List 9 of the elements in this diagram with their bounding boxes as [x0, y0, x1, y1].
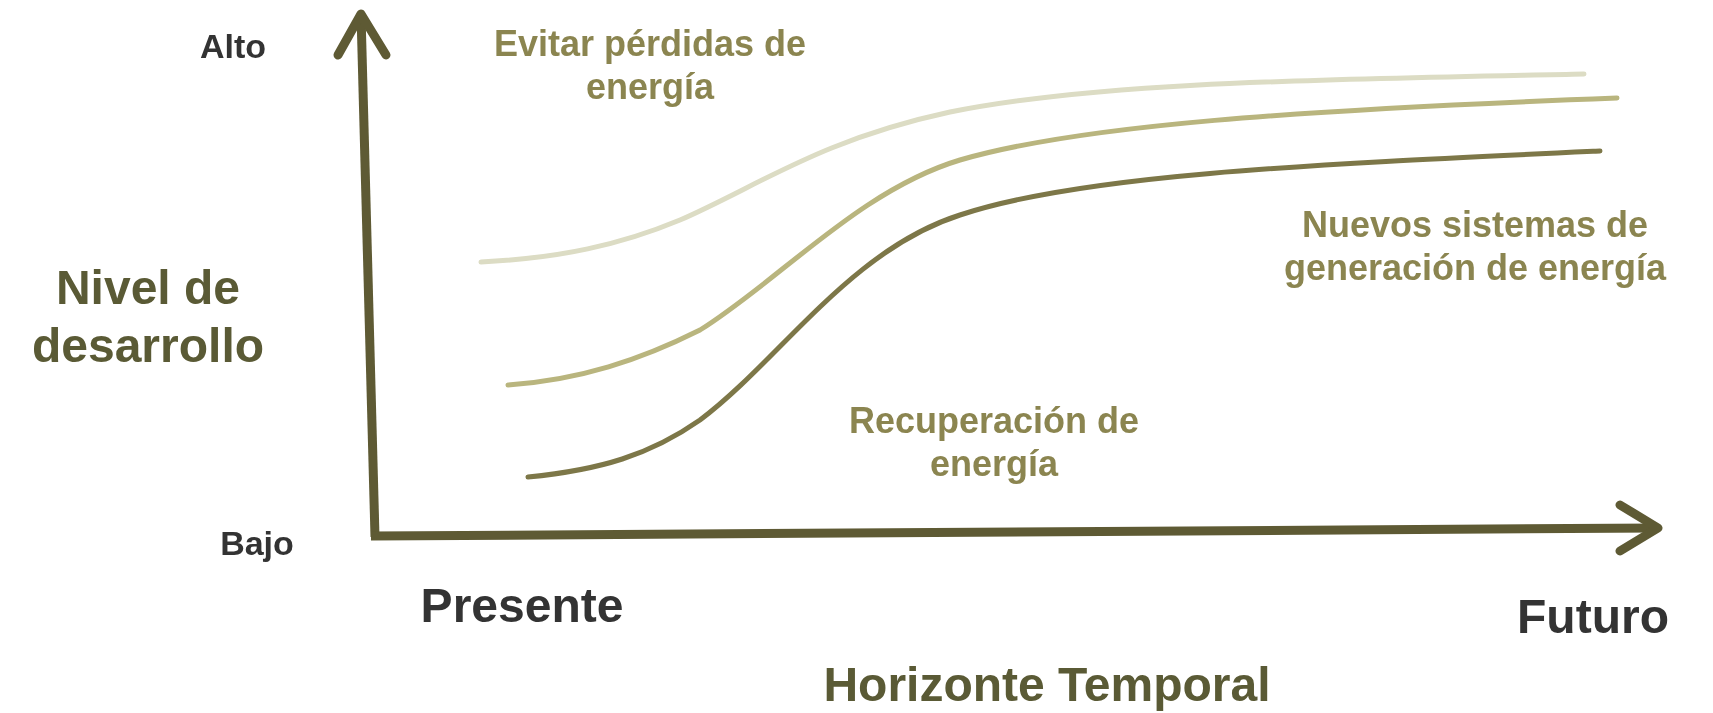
axis-title: Nivel de desarrollo	[30, 260, 266, 374]
axis-label: Presente	[420, 578, 624, 635]
curve-label: Recuperación de energía	[847, 398, 1141, 486]
axis-label: Bajo	[220, 522, 294, 564]
axis-label: Alto	[199, 25, 267, 67]
curve-label: Evitar pérdidas de energía	[492, 21, 808, 109]
axis-title: Horizonte Temporal	[823, 657, 1271, 713]
axis-label: Futuro	[1517, 589, 1669, 646]
curve-label: Nuevos sistemas de generación de energía	[1282, 202, 1668, 290]
